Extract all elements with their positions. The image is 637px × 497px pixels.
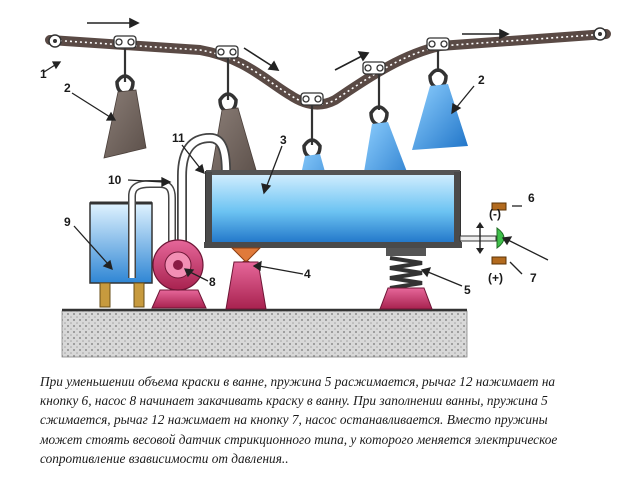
paint-dip-diagram: 1 2 2 3 11 10 9 8 4 5 6 7 (-) (+) <box>40 17 611 358</box>
label-2-right: 2 <box>478 73 485 87</box>
label-1: 1 <box>40 67 47 81</box>
part-brown-1 <box>103 89 147 159</box>
reservoir-tank <box>89 201 153 308</box>
suction-pipe <box>128 180 176 278</box>
label-3: 3 <box>280 133 287 147</box>
label-2-left: 2 <box>64 81 71 95</box>
label-7: 7 <box>530 271 537 285</box>
label-10: 10 <box>108 173 122 187</box>
spring <box>379 248 433 310</box>
label-6: 6 <box>528 191 535 205</box>
label-plus: (+) <box>488 271 503 285</box>
lever-and-buttons <box>459 202 507 265</box>
labels: 1 2 2 3 11 10 9 8 4 5 6 7 (-) (+) <box>40 67 537 297</box>
paint-bath <box>204 170 462 248</box>
pivot-support <box>225 247 267 310</box>
pump <box>151 239 207 309</box>
leader-lines <box>43 61 549 287</box>
label-11: 11 <box>172 131 185 145</box>
direction-arrows <box>87 17 510 71</box>
label-9: 9 <box>64 215 71 229</box>
caption-line-3: сжимается, рычаг 12 нажимает на кнопку 7… <box>40 412 548 428</box>
caption-line-2: кнопку 6, насос 8 начинает закачивать кр… <box>40 393 548 409</box>
label-5: 5 <box>464 283 471 297</box>
supply-pipe <box>177 132 231 255</box>
label-4: 4 <box>304 267 311 281</box>
hook-rods <box>115 48 448 160</box>
caption-line-1: При уменьшении объема краски в ванне, пр… <box>40 374 556 389</box>
part-blue-3 <box>412 84 468 150</box>
label-minus: (-) <box>489 207 501 221</box>
caption-line-5: сопротивление взависимости от давления.. <box>40 450 289 466</box>
caption: При уменьшении объема краски в ванне, пр… <box>40 372 630 468</box>
hanger-trolleys <box>113 35 450 106</box>
caption-line-4: может стоять весовой датчик стрикционног… <box>40 431 558 447</box>
floor <box>61 308 468 358</box>
label-8: 8 <box>209 275 216 289</box>
